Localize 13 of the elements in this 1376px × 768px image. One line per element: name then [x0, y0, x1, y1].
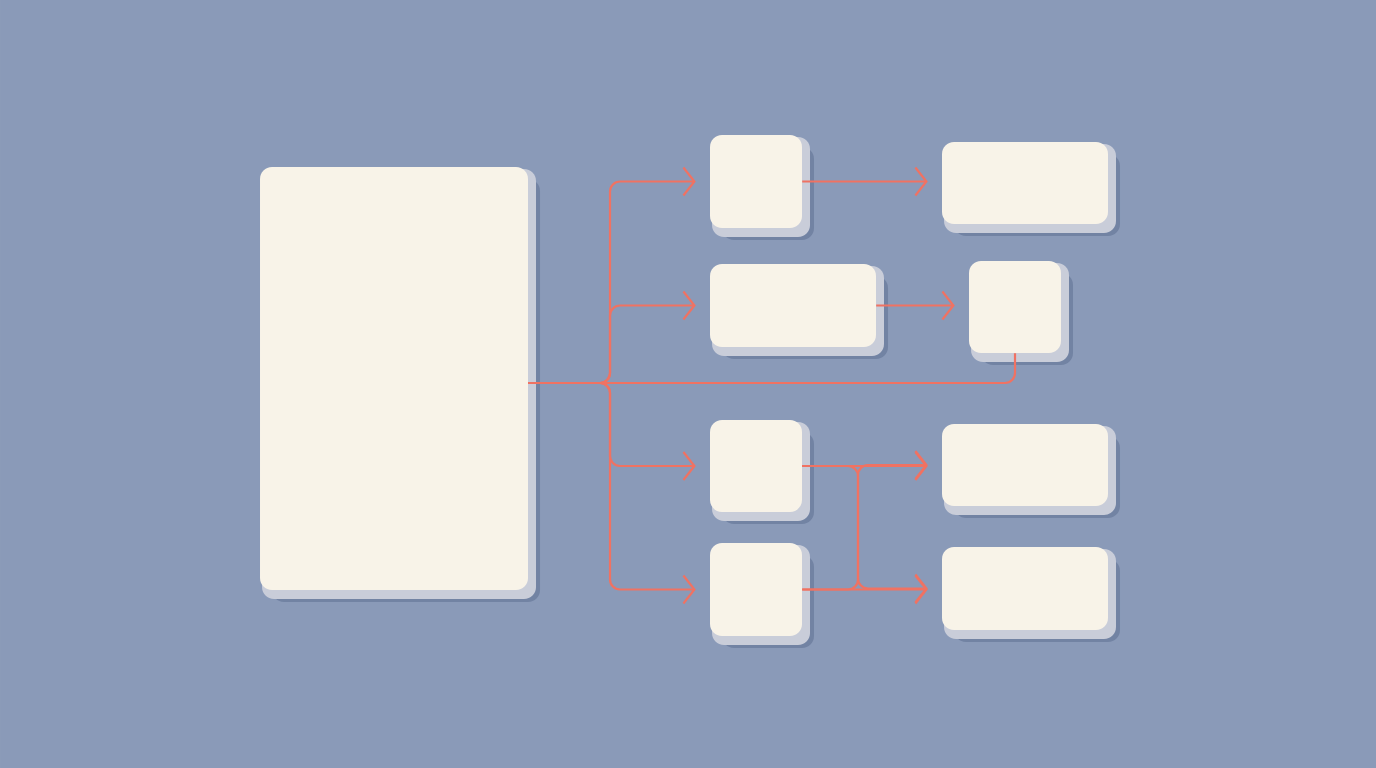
box [942, 424, 1120, 518]
arrow [802, 166, 928, 197]
box [710, 135, 814, 240]
arrow [876, 290, 955, 321]
box [260, 167, 540, 602]
arrow [802, 574, 928, 605]
box [710, 543, 814, 648]
box [710, 420, 814, 524]
box [942, 142, 1120, 236]
box [942, 547, 1120, 642]
box [710, 264, 888, 359]
box [969, 261, 1073, 365]
arrow [802, 464, 928, 604]
